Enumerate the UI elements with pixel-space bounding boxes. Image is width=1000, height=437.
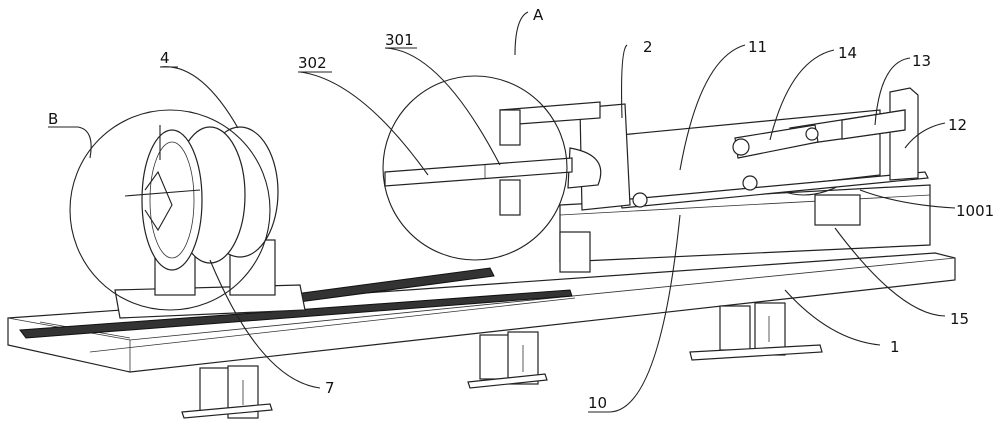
leader-15 <box>834 227 946 317</box>
pin <box>732 138 750 156</box>
rail-front <box>19 289 573 339</box>
pin <box>805 127 819 141</box>
bar-302-301 <box>384 157 573 187</box>
leader-12 <box>904 122 946 149</box>
label-13: 13 <box>912 52 931 70</box>
label-4: 4 <box>160 49 170 67</box>
leader-1001 <box>859 189 956 209</box>
leg-2 <box>467 331 548 389</box>
label-10: 10 <box>588 394 607 412</box>
leader-10 <box>609 214 681 413</box>
leader-301 <box>384 47 501 166</box>
label-302: 302 <box>298 54 327 72</box>
label-7: 7 <box>325 379 335 397</box>
bending-head-2 <box>499 101 631 216</box>
leader-7 <box>209 259 321 389</box>
leader-lines <box>77 11 956 413</box>
roller <box>742 175 758 191</box>
label-301: 301 <box>385 31 414 49</box>
label-14: 14 <box>838 44 857 62</box>
label-2: 2 <box>643 38 653 56</box>
roller <box>632 192 648 208</box>
leader-2 <box>621 44 628 119</box>
leg-3 <box>689 302 823 361</box>
leader-1 <box>784 289 881 346</box>
leader-13 <box>874 57 911 126</box>
label-A: A <box>533 6 544 24</box>
clamp-lower <box>499 179 521 216</box>
bending-die <box>567 147 602 189</box>
leader-4 <box>159 66 239 129</box>
label-1: 1 <box>890 338 900 356</box>
detail-circle-B <box>69 109 271 311</box>
clamp-upper <box>499 109 521 146</box>
leg-1 <box>181 365 273 419</box>
detail-circle-A <box>382 75 568 261</box>
rotary-chuck-assembly <box>114 125 306 319</box>
label-15: 15 <box>950 310 969 328</box>
leader-A <box>514 11 529 56</box>
carriage-11 <box>619 87 929 209</box>
jaws <box>144 170 173 232</box>
end-plate-12 <box>889 87 919 181</box>
leader-B <box>77 126 92 159</box>
support-legs <box>181 302 823 419</box>
block-15 <box>814 194 861 226</box>
leader-11 <box>679 44 746 171</box>
chuck-ring-front-4 <box>141 129 203 271</box>
label-1001: 1001 <box>956 202 994 220</box>
reference-labels: A B 4 302 301 2 11 14 13 12 1001 15 1 10… <box>48 6 994 413</box>
leader-302 <box>299 71 429 176</box>
label-12: 12 <box>948 116 967 134</box>
profile-bar <box>384 157 573 187</box>
label-11: 11 <box>748 38 767 56</box>
base-frame <box>7 252 956 373</box>
frame-leg <box>559 231 591 273</box>
leader-14 <box>769 49 835 141</box>
base-beam <box>7 252 956 373</box>
cylinder-13 <box>841 109 906 140</box>
label-B: B <box>48 110 58 128</box>
